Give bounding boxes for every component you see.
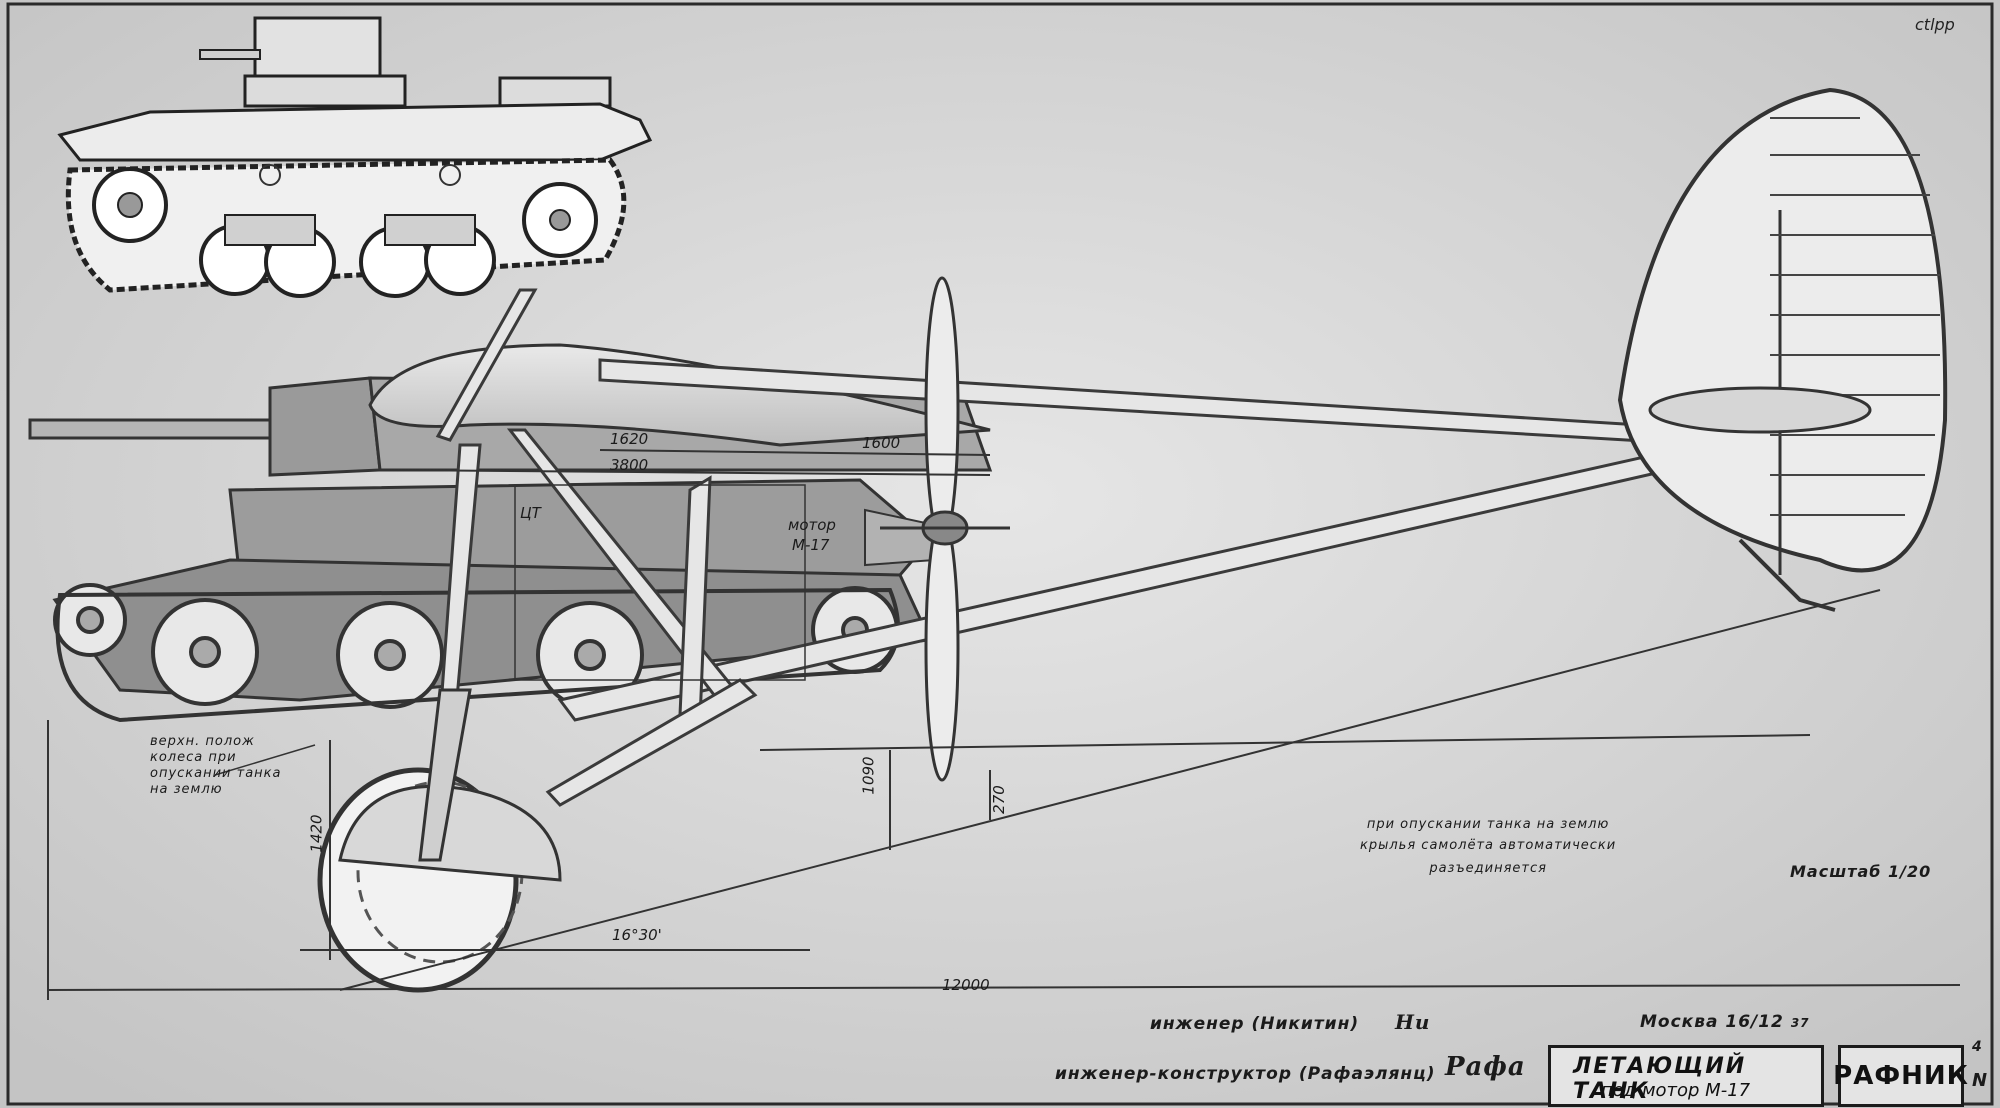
- sheet-edge-top: 4: [1972, 1039, 1982, 1055]
- ground-note-line: разъединяется: [1429, 861, 1547, 876]
- dimension-angle: 16°30': [612, 926, 662, 944]
- ground-release-note: при опускании танка на землю крылья само…: [1360, 818, 1616, 875]
- dimension-lines: [47, 449, 1961, 1000]
- tank-profile-illustration: [57, 16, 653, 298]
- dimension-270: 270: [989, 785, 1008, 814]
- subtitle-text: под мотор М-17: [1601, 1080, 1751, 1101]
- wheel-note-line: опускании танка: [150, 766, 282, 781]
- scale-label: Масштаб 1/20: [1790, 862, 1932, 881]
- stamp-text: РАФНИК: [1833, 1061, 1969, 1091]
- place-date: Москва 16/12 37: [1640, 1012, 1810, 1031]
- dimension-1420: 1420: [307, 814, 326, 853]
- date-year: 37: [1790, 1016, 1810, 1030]
- dimension-1620: 1620: [610, 430, 649, 448]
- dimension-3800: 3800: [610, 456, 649, 474]
- dimension-length: 12000: [942, 976, 990, 994]
- propeller: [880, 276, 1010, 782]
- ground-note-line: при опускании танка на землю: [1366, 817, 1610, 832]
- track: [55, 587, 900, 723]
- rafnik-stamp: РАФНИК: [1833, 1045, 1968, 1107]
- wheel-note-line: на землю: [150, 782, 223, 797]
- engineer-signature: Ни: [1395, 1010, 1431, 1034]
- designer-line: инженер-конструктор (Рафаэлянц): [1055, 1064, 1436, 1084]
- corner-text: ctlpp: [1915, 15, 1955, 34]
- wheel-note-line: верхн. полож: [150, 734, 255, 749]
- motor-model-label: M-17: [792, 536, 830, 554]
- tank-running-gear: [53, 583, 899, 709]
- motor-label: мотор: [788, 516, 836, 534]
- title-block: ЛЕТАЮЩИЙ ТАНК под мотор М-17: [1548, 1045, 1824, 1107]
- wheel-position-note: верхн. полож колеса при опускании танка …: [150, 735, 282, 796]
- title-text: ЛЕТАЮЩИЙ ТАНК: [1573, 1054, 1747, 1104]
- struts: [435, 288, 1738, 807]
- landing-gear: [317, 688, 562, 993]
- place-date-text: Москва 16/12: [1640, 1012, 1791, 1032]
- designer-signature: Рафа: [1445, 1052, 1526, 1082]
- ground-note-line: крылья самолёта автоматически: [1360, 838, 1617, 853]
- tail-fin: [1617, 87, 1948, 612]
- dimension-1600: 1600: [862, 434, 901, 452]
- sheet-edge-bottom: N: [1972, 1070, 1988, 1091]
- wheel-note-line: колеса при: [150, 750, 237, 765]
- sheet-border: [6, 2, 1994, 1106]
- cg-mark: ЦТ: [520, 504, 541, 522]
- dimension-1090: 1090: [859, 756, 878, 795]
- engineer-line: инженер (Никитин): [1150, 1014, 1360, 1034]
